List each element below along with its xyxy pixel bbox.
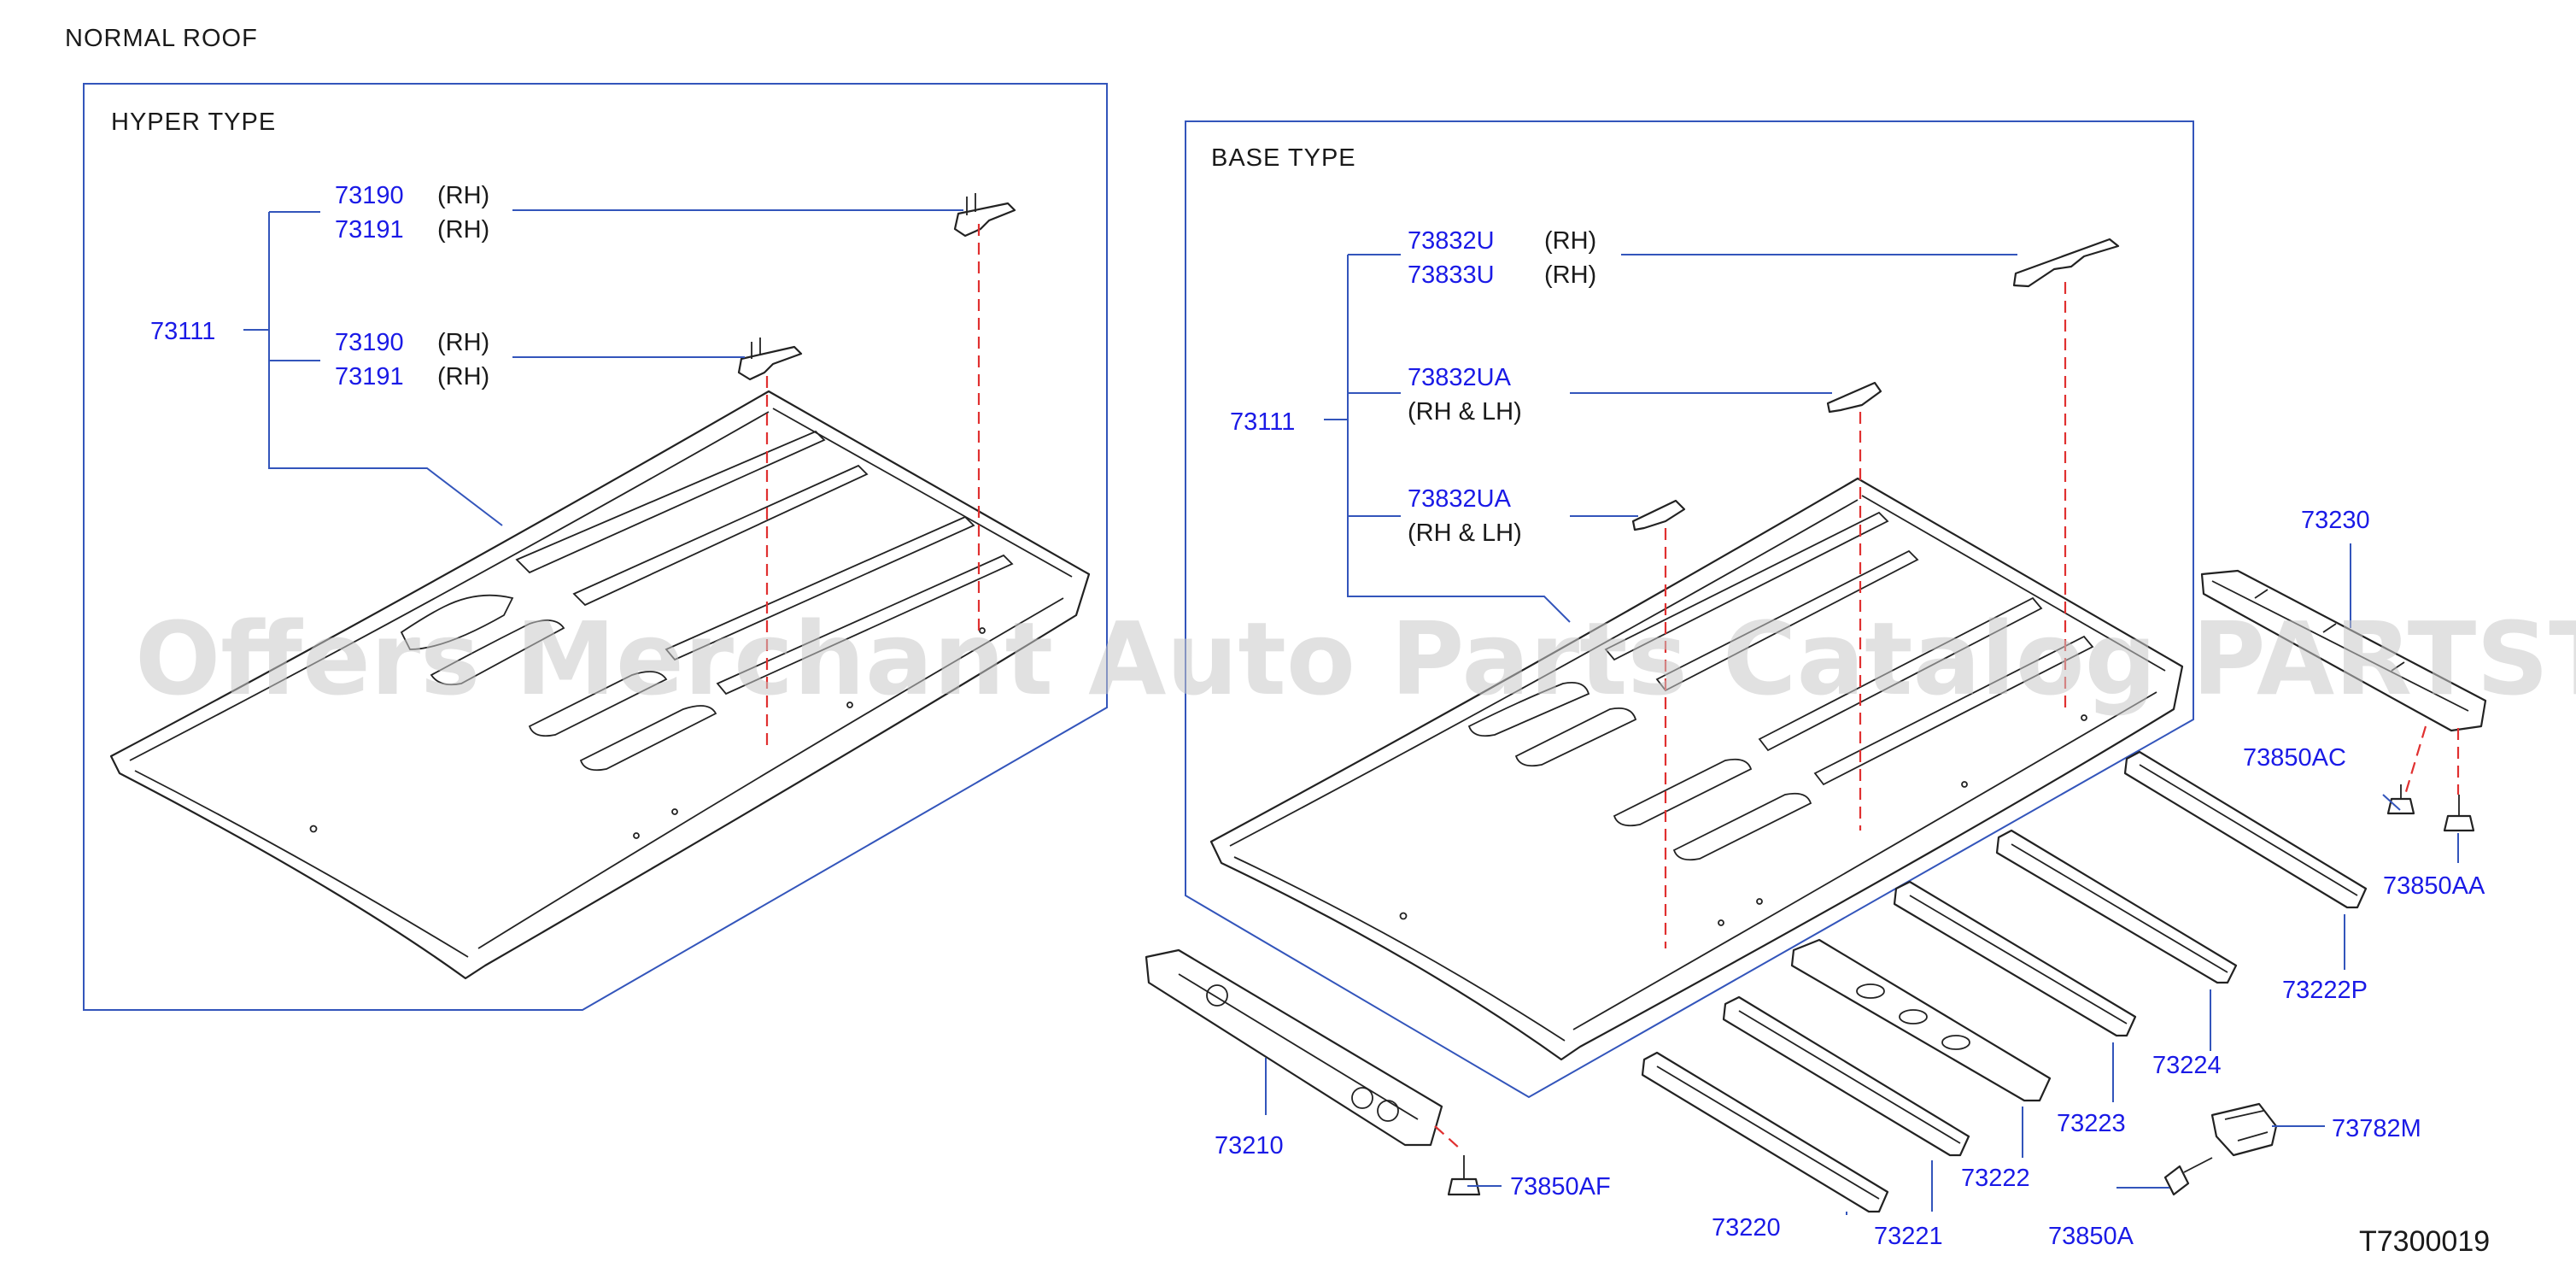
- bolt-icon: [2386, 784, 2415, 815]
- group-part-number[interactable]: 73111: [150, 318, 215, 345]
- part-number[interactable]: 73190: [335, 329, 404, 356]
- part-side: (RH): [1544, 261, 1596, 289]
- group-part-number[interactable]: 73111: [1230, 408, 1295, 436]
- bracket-icon: [953, 193, 1016, 238]
- bolt-icon: [1447, 1155, 1481, 1196]
- hyper-type-label: HYPER TYPE: [111, 109, 276, 136]
- base-type-frame: [1185, 120, 2194, 1099]
- bracket-icon: [737, 338, 803, 381]
- part-number[interactable]: 73850AF: [1510, 1173, 1611, 1200]
- part-number[interactable]: 73850AC: [2243, 744, 2346, 772]
- leader-line: [1324, 254, 2017, 623]
- part-number[interactable]: 73782M: [2332, 1115, 2421, 1142]
- hyper-roof-panel: [109, 390, 1091, 980]
- bracket-icon: [1826, 381, 1882, 414]
- rear-rail-73230: [2200, 569, 2487, 732]
- base-type-label: BASE TYPE: [1211, 144, 1356, 172]
- bracket-icon: [2012, 238, 2120, 288]
- part-side: (RH): [437, 363, 489, 390]
- part-number[interactable]: 73832U: [1408, 227, 1495, 255]
- roof-bow-73222: [1790, 938, 2052, 1102]
- part-number[interactable]: 73222: [1961, 1165, 2030, 1192]
- base-roof-panel: [1209, 477, 2184, 1061]
- roof-bow-73223: [1893, 880, 2137, 1037]
- bracket-icon: [1631, 499, 1686, 531]
- part-side: (RH): [437, 216, 489, 244]
- part-number[interactable]: 73210: [1215, 1132, 1284, 1159]
- part-side: (RH & LH): [1408, 398, 1522, 426]
- part-number[interactable]: 73222P: [2282, 977, 2368, 1004]
- part-side: (RH): [437, 182, 489, 209]
- part-number[interactable]: 73833U: [1408, 261, 1495, 289]
- bolt-icon: [2163, 1157, 2213, 1196]
- hyper-type-frame: [83, 83, 1108, 1011]
- part-side: (RH): [437, 329, 489, 356]
- part-number[interactable]: 73220: [1712, 1214, 1781, 1242]
- part-number[interactable]: 73223: [2057, 1110, 2126, 1137]
- part-number[interactable]: 73832UA: [1408, 364, 1512, 391]
- bolt-icon: [2443, 795, 2475, 832]
- part-number[interactable]: 73191: [335, 216, 404, 244]
- part-side: (RH): [1544, 227, 1596, 255]
- front-rail-73210: [1145, 948, 1443, 1147]
- part-number[interactable]: 73221: [1874, 1223, 1943, 1250]
- alignment-line: [2403, 725, 2427, 795]
- part-number[interactable]: 73224: [2152, 1052, 2222, 1079]
- clip-icon: [2210, 1102, 2278, 1157]
- leader-line: [1265, 543, 2459, 1215]
- roof-bow-73220: [1641, 1051, 1889, 1213]
- roof-bow-73221: [1722, 995, 1970, 1157]
- part-number[interactable]: 73230: [2301, 507, 2370, 534]
- roof-bow-73224: [1995, 829, 2238, 984]
- part-number[interactable]: 73190: [335, 182, 404, 209]
- part-number[interactable]: 73191: [335, 363, 404, 390]
- alignment-line: [1434, 1125, 1461, 1150]
- part-number[interactable]: 73850AA: [2383, 872, 2485, 900]
- part-number[interactable]: 73832UA: [1408, 485, 1512, 513]
- part-side: (RH & LH): [1408, 520, 1522, 547]
- leader-line: [243, 209, 963, 526]
- roof-bow-73222P: [2123, 750, 2368, 909]
- diagram-title: NORMAL ROOF: [65, 25, 258, 52]
- watermark-text: Offers Merchant Auto Parts Catalog PARTS…: [135, 600, 2576, 718]
- part-number[interactable]: 73850A: [2048, 1223, 2134, 1250]
- drawing-code: T7300019: [2359, 1225, 2490, 1258]
